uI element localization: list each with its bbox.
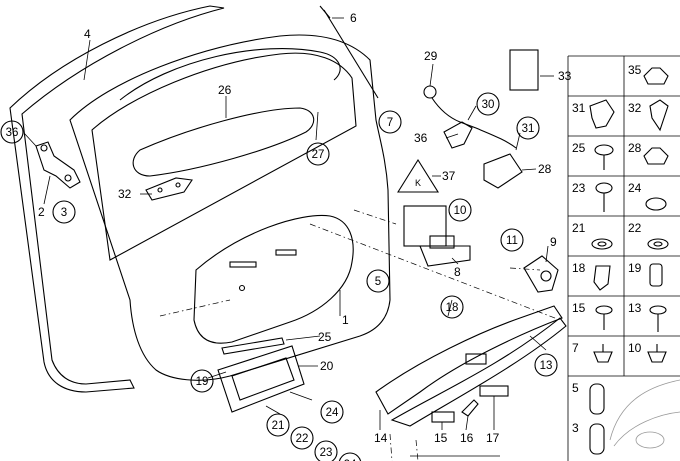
callout-9: 9 — [550, 235, 557, 249]
callout-25: 24 — [326, 407, 339, 419]
fastener-22: 22 — [628, 221, 669, 250]
fastener-13: 13 — [628, 301, 667, 332]
callout-35: 36 — [6, 127, 19, 139]
svg-text:7: 7 — [572, 341, 579, 355]
lock-cylinder-part — [523, 255, 559, 293]
hinge-part — [35, 141, 81, 189]
svg-text:28: 28 — [628, 141, 642, 155]
car-thumbnail — [609, 379, 680, 449]
callout-18: 18 — [446, 302, 459, 314]
svg-text:5: 5 — [572, 381, 579, 395]
svg-text:35: 35 — [628, 63, 642, 77]
fastener-28: 28 — [628, 141, 669, 165]
callout-29: 28 — [538, 162, 552, 176]
callout-6: 6 — [350, 11, 357, 25]
callout-26: 25 — [318, 330, 332, 344]
assembly-lines — [159, 209, 561, 461]
fastener-25: 25 — [572, 141, 614, 170]
callout-19: 19 — [196, 376, 209, 388]
svg-text:15: 15 — [572, 301, 586, 315]
callout-28: 27 — [312, 149, 325, 161]
callout-5: 5 — [375, 276, 381, 288]
svg-text:19: 19 — [628, 261, 642, 275]
callout-30: 29 — [424, 49, 438, 63]
svg-text:25: 25 — [572, 141, 586, 155]
pad-part — [509, 49, 539, 91]
fastener-24: 24 — [628, 181, 667, 211]
callout-8: 8 — [454, 265, 461, 279]
callout-23: 23 — [320, 447, 333, 459]
callout-34: 33 — [558, 69, 572, 83]
callout-2: 2 — [38, 205, 45, 219]
bracket-36-part — [443, 121, 473, 149]
callout-7: 7 — [387, 117, 393, 129]
svg-text:31: 31 — [572, 101, 586, 115]
svg-text:32: 32 — [628, 101, 642, 115]
callout-31: 30 — [482, 99, 495, 111]
fastener-32: 32 — [628, 99, 669, 132]
callout-labels: 4 6 36 2 3 26 7 27 32 5 1 25 20 19 24 21… — [0, 11, 572, 461]
fastener-23: 23 — [572, 181, 613, 212]
door-seal-part — [9, 5, 225, 393]
callout-3: 3 — [61, 207, 67, 219]
plate-holder-part — [217, 345, 305, 413]
svg-text:10: 10 — [628, 341, 642, 355]
callout-21: 21 — [272, 420, 285, 432]
lock-part — [403, 205, 471, 267]
fastener-10: 10 — [628, 341, 667, 363]
leader-lines — [23, 17, 554, 457]
callout-13: 13 — [540, 360, 553, 372]
callout-17: 17 — [486, 431, 500, 445]
svg-text:23: 23 — [572, 181, 586, 195]
trim-strip-26-part — [221, 337, 285, 355]
callout-22: 22 — [296, 433, 309, 445]
tailgate-panel-part — [69, 34, 391, 381]
callout-1: 1 — [342, 313, 349, 327]
callout-37: 37 — [442, 169, 456, 183]
fastener-7: 7 — [572, 341, 613, 363]
fastener-35: 35 — [628, 63, 669, 85]
gas-strut-part — [319, 5, 379, 99]
fastener-19: 19 — [628, 261, 663, 287]
callout-20: 20 — [320, 359, 334, 373]
svg-text:18: 18 — [572, 261, 586, 275]
callout-33: 32 — [118, 187, 132, 201]
fastener-21: 21 — [572, 221, 613, 250]
fastener-18: 18 — [572, 261, 611, 291]
bracket-33-part — [145, 177, 193, 201]
warning-label-part: K — [397, 158, 439, 193]
handle-bar-part — [375, 305, 567, 427]
fastener-3: 3 — [572, 421, 605, 455]
fastener-grid: 35 31 32 25 28 23 24 21 — [567, 55, 680, 461]
callout-14: 14 — [374, 431, 388, 445]
callout-36: 36 — [414, 131, 428, 145]
fastener-5: 5 — [572, 381, 605, 415]
actuator-part — [483, 153, 523, 189]
callout-32: 31 — [522, 123, 535, 135]
callout-27: 26 — [218, 83, 232, 97]
svg-text:21: 21 — [572, 221, 586, 235]
callout-15: 15 — [434, 431, 448, 445]
svg-text:K: K — [415, 178, 421, 188]
callout-11: 11 — [506, 235, 518, 247]
svg-text:13: 13 — [628, 301, 642, 315]
svg-text:24: 24 — [628, 181, 642, 195]
callout-4: 4 — [84, 27, 91, 41]
fastener-31: 31 — [572, 99, 615, 129]
fastener-15: 15 — [572, 301, 613, 330]
callout-16: 16 — [460, 431, 474, 445]
callout-10: 10 — [454, 205, 467, 217]
svg-text:3: 3 — [572, 421, 579, 435]
callout-24: 24 — [344, 459, 357, 461]
svg-text:22: 22 — [628, 221, 642, 235]
